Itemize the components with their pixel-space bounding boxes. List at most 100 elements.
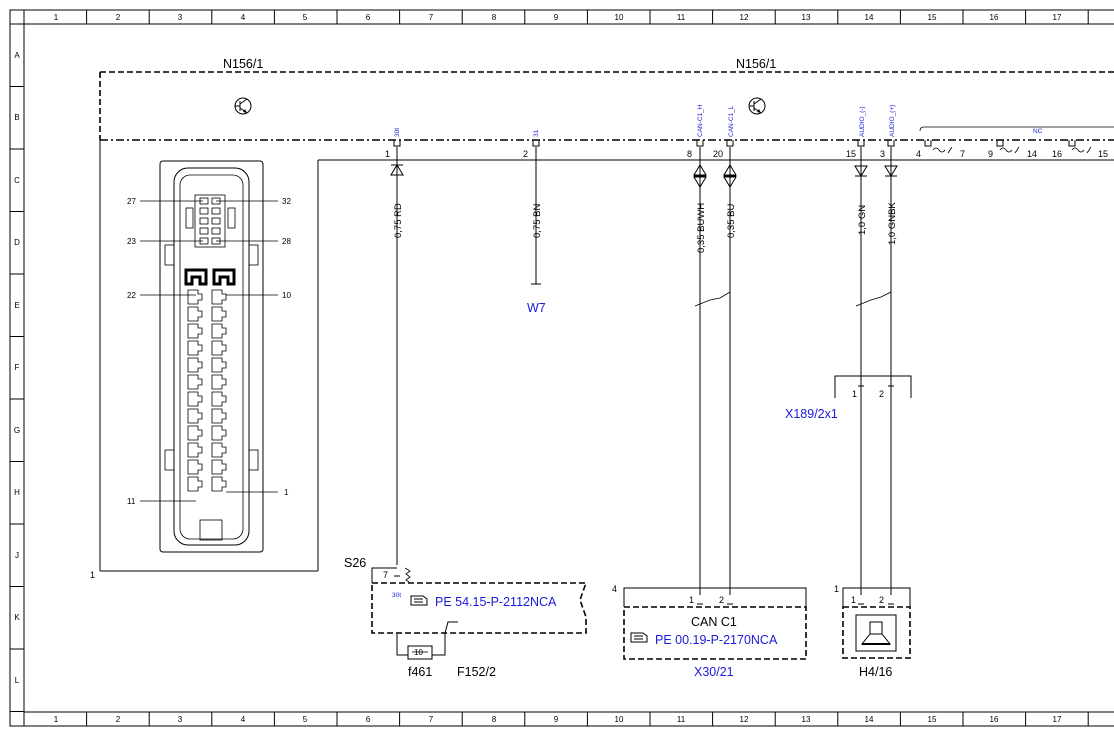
signal-names: 30t 31 CAN-C1_H CAN-C1_L AUDIO_(-) AUDIO…: [394, 104, 1043, 137]
pin-stub: [924, 140, 932, 147]
connector-cavity: [211, 289, 227, 305]
s26-30t: 30t: [392, 592, 401, 599]
connector-cavity: [187, 357, 203, 373]
wires: [390, 147, 892, 595]
pin-number: 16: [1052, 149, 1062, 159]
pin-number: 3: [880, 149, 885, 159]
col-label: 4: [241, 715, 246, 724]
col-label: 13: [802, 715, 811, 724]
col-label: 11: [677, 13, 686, 22]
wire-gnbk: 1,0 GNBK: [887, 202, 898, 245]
ref-pe-54-15[interactable]: PE 54.15-P-2112NCA: [435, 595, 557, 609]
connector-cavity: [211, 408, 227, 424]
pin-number: 4: [916, 149, 921, 159]
connector-cavity: [211, 357, 227, 373]
col-label: 11: [677, 715, 686, 724]
connector-x30-21: 4 1 2 CAN C1 PE 00.19-P-2170NCA X30/21: [612, 584, 807, 679]
signal-audio-plus: AUDIO_(+): [889, 105, 896, 137]
connector-cavity: [187, 442, 203, 458]
connector-pin-labels: 27 32 23 28 22 10 11 1: [127, 197, 291, 506]
col-label: 2: [116, 13, 121, 22]
h4-label: H4/16: [859, 665, 892, 679]
unit-label-left: N156/1: [223, 57, 263, 71]
signal-31: 31: [533, 129, 540, 137]
connector-cavity: [211, 340, 227, 356]
row-label: C: [14, 176, 20, 185]
row-labels: A B C D E F G H J K L: [14, 51, 20, 685]
connector-pin-32: 32: [282, 197, 291, 206]
col-label: 9: [554, 715, 559, 724]
ground-w7-label: W7: [527, 301, 546, 315]
connector-cavity: [187, 459, 203, 475]
x189-pin-2: 2: [879, 389, 884, 399]
pin-stubs: [393, 140, 1076, 147]
col-label: 7: [429, 13, 434, 22]
row-label: F: [15, 363, 20, 372]
pointing-hand-icon: [630, 632, 648, 643]
col-label: 7: [429, 715, 434, 724]
unit-housing-outline: 1: [90, 140, 1114, 580]
transistor-icon: [234, 97, 252, 115]
pin-numbers: 1 2 8 20 15 3 4 7 9 14 16 15: [385, 149, 1108, 159]
s26-label: S26: [344, 556, 366, 570]
row-label: D: [14, 238, 20, 247]
col-label: 1: [54, 13, 59, 22]
col-label: 16: [990, 13, 999, 22]
connector-cavity: [211, 306, 227, 322]
col-label: 17: [1053, 13, 1062, 22]
signal-30t: 30t: [394, 128, 401, 137]
x30-label: X30/21: [694, 665, 734, 679]
col-label: 16: [990, 715, 999, 724]
ref-pe-00-19[interactable]: PE 00.19-P-2170NCA: [655, 633, 778, 647]
connector-cavity: [187, 306, 203, 322]
col-label: 10: [615, 13, 624, 22]
connector-pin-28: 28: [282, 237, 291, 246]
fuse-f461-label: f461: [408, 665, 432, 679]
row-label: E: [14, 301, 19, 310]
x30-pin-1: 1: [689, 595, 694, 605]
nc-pin-symbols: [932, 146, 1092, 154]
x30-index: 4: [612, 584, 617, 594]
connector-pin-11: 11: [127, 497, 136, 506]
col-label: 3: [178, 13, 183, 22]
col-label: 12: [740, 715, 749, 724]
pin-number: 2: [523, 149, 528, 159]
diagram-frame: [9, 9, 1114, 727]
pin-stub: [996, 140, 1004, 147]
connector-cavity: [211, 425, 227, 441]
col-label: 15: [928, 715, 937, 724]
col-label: 8: [492, 13, 497, 22]
wire-bu: 0,35 BU: [726, 204, 737, 238]
connector-cavities: [187, 289, 227, 492]
col-label: 10: [615, 715, 624, 724]
connector-cavity: [211, 323, 227, 339]
col-label: 5: [303, 715, 308, 724]
row-label: K: [14, 613, 20, 622]
pin-number: 14: [1027, 149, 1037, 159]
connector-pin-23: 23: [127, 237, 136, 246]
wire-bn: 0,75 BN: [532, 204, 543, 238]
pointing-hand-icon: [410, 595, 428, 606]
signal-can-h: CAN-C1_H: [697, 104, 704, 137]
transistor-icon: [748, 97, 766, 115]
row-label: G: [14, 426, 20, 435]
pin-number: 9: [988, 149, 993, 159]
col-label: 5: [303, 13, 308, 22]
pin-stub: [1068, 140, 1076, 147]
pin-stub: [532, 140, 540, 147]
signal-can-l: CAN-C1_L: [728, 105, 735, 137]
row-label: L: [15, 676, 20, 685]
connector-cavity: [187, 289, 203, 305]
col-label: 2: [116, 715, 121, 724]
col-label: 14: [865, 13, 874, 22]
x30-pin-2: 2: [719, 595, 724, 605]
connector-cavity: [187, 476, 203, 492]
connector-pin-22: 22: [127, 291, 136, 300]
connector-cavity: [187, 391, 203, 407]
grid-ticks: [10, 10, 1089, 726]
row-label: H: [14, 488, 20, 497]
col-label: 8: [492, 715, 497, 724]
connector-pin-27: 27: [127, 197, 136, 206]
connector-pin-1: 1: [284, 488, 289, 497]
